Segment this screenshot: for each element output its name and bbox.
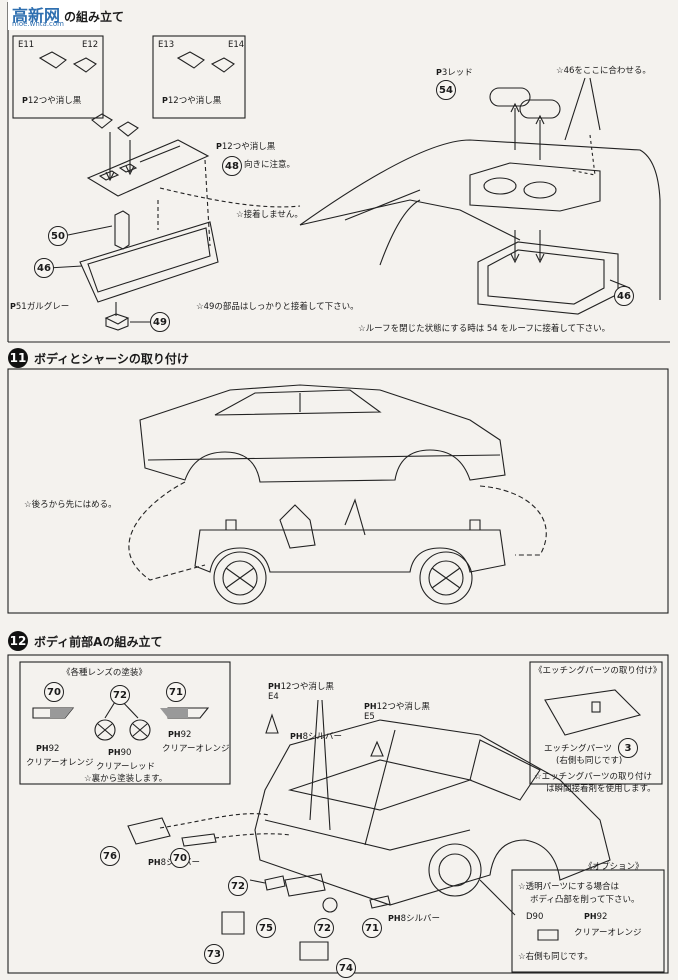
step11-number: 11	[8, 348, 28, 368]
lens-paint-92b: PH92	[168, 730, 192, 740]
lens-paint-92a: PH92	[36, 744, 60, 754]
watermark-sub: moe.whta.com	[12, 20, 65, 28]
etching-part-3: 3	[618, 738, 638, 758]
step12-number: 12	[8, 631, 28, 651]
part-72-left-marker: 72	[228, 876, 248, 896]
part-71-marker: 71	[362, 918, 382, 938]
lens-clear-orange-b: クリアーオレンジ	[162, 744, 230, 754]
part-46-marker: 46	[34, 258, 54, 278]
lens-paint-90: PH90	[108, 748, 132, 758]
option-box-title: 《オプション》	[584, 862, 644, 872]
lens-part-70: 70	[44, 682, 64, 702]
part-74-marker: 74	[336, 958, 356, 978]
lens-box-title: 《各種レンズの塗装》	[62, 668, 147, 678]
etching-label: エッチングパーツ	[544, 744, 612, 754]
lens-note-back: ☆裏から塗装します。	[84, 774, 168, 784]
note-48-orientation: 向きに注意。	[244, 160, 296, 170]
note-46-align: ☆46をここに合わせる。	[556, 66, 651, 76]
label-e12: E12	[82, 40, 99, 50]
part-73-marker: 73	[204, 944, 224, 964]
etching-note-2: は瞬間接着剤を使用します。	[546, 784, 656, 794]
part-50-marker: 50	[48, 226, 68, 246]
label-e11: E11	[18, 40, 35, 50]
part-70-marker: 70	[170, 848, 190, 868]
part-75-marker: 75	[256, 918, 276, 938]
paint-label-51: P51ガルグレー	[10, 302, 70, 312]
label-e13: E13	[158, 40, 175, 50]
label-e5: E5	[364, 712, 375, 722]
paint-label-8a: PH8シルバー	[290, 732, 342, 742]
paint-label-12-e5: PH12つや消し黒	[364, 702, 430, 712]
step11-title: ボディとシャーシの取り付け	[34, 351, 189, 366]
part-76-marker: 76	[100, 846, 120, 866]
paint-label-8c: PH8シルバー	[388, 914, 440, 924]
lens-clear-orange-a: クリアーオレンジ	[26, 758, 94, 768]
option-paint-92: PH92	[584, 912, 608, 922]
paint-label-12b: P12つや消し黒	[162, 96, 222, 106]
lens-part-72: 72	[110, 685, 130, 705]
part-46-roof-marker: 46	[614, 286, 634, 306]
watermark-logo: 高新网 moe.whta.com	[8, 0, 100, 30]
note-no-glue: ☆接着しません。	[236, 210, 303, 220]
etching-box-title: 《エッチングパーツの取り付け》	[534, 666, 662, 676]
part-72-right-marker: 72	[314, 918, 334, 938]
note-roof-closed: ☆ルーフを閉じた状態にする時は 54 をルーフに接着して下さい。	[358, 324, 611, 334]
watermark-text: 高新网	[12, 6, 61, 25]
note-49-glue: ☆49の部品はしっかりと接着して下さい。	[196, 302, 359, 312]
paint-label-3: P3レッド	[436, 68, 473, 78]
option-line-1: ☆透明パーツにする場合は	[518, 882, 620, 892]
option-same: ☆右側も同じです。	[518, 952, 593, 962]
step12-header: 12 ボディ前部Aの組み立て	[8, 631, 162, 651]
option-line-2: ボディ凸部を削って下さい。	[530, 895, 640, 905]
etching-same: (右側も同じです)	[556, 756, 623, 766]
step11-header: 11 ボディとシャーシの取り付け	[8, 348, 189, 368]
step11-note: ☆後ろから先にはめる。	[24, 500, 117, 510]
etching-note-1: ☆エッチングパーツの取り付け	[534, 772, 652, 782]
option-clear-orange: クリアーオレンジ	[574, 928, 642, 938]
label-e14: E14	[228, 40, 245, 50]
part-54-marker: 54	[436, 80, 456, 100]
step12-title: ボディ前部Aの組み立て	[34, 634, 163, 649]
step10-title: の組み立て	[64, 10, 125, 24]
lens-clear-red: クリアーレッド	[96, 762, 155, 772]
label-e4: E4	[268, 692, 279, 702]
lens-part-71: 71	[166, 682, 186, 702]
option-d90: D90	[526, 912, 544, 922]
paint-label-12a: P12つや消し黒	[22, 96, 82, 106]
paint-label-12c: P12つや消し黒	[216, 142, 276, 152]
part-48-marker: 48	[222, 156, 242, 176]
paint-label-12-e4: PH12つや消し黒	[268, 682, 334, 692]
part-49-marker: 49	[150, 312, 170, 332]
